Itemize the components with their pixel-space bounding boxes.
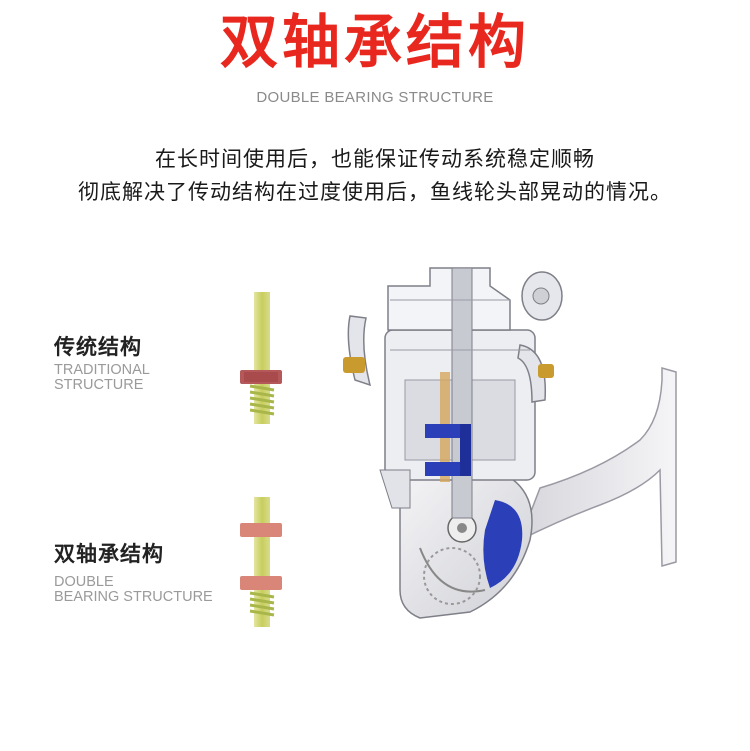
description-line-2: 彻底解决了传动结构在过度使用后，鱼线轮头部晃动的情况。	[78, 180, 672, 204]
reel-foot	[518, 367, 677, 567]
lower-bearing	[240, 576, 282, 590]
upper-bearing	[240, 523, 282, 537]
lower-blue-bearing	[425, 462, 471, 476]
description-line-1: 在长时间使用后，也能保证传动系统稳定顺畅	[155, 147, 595, 171]
spool-cap	[387, 267, 511, 331]
double-bearing-label-en-1: DOUBLE	[54, 574, 114, 590]
traditional-label: 传统结构	[54, 335, 142, 359]
traditional-label-en-1: TRADITIONAL	[54, 362, 150, 378]
description: 在长时间使用后，也能保证传动系统稳定顺畅 彻底解决了传动结构在过度使用后，鱼线轮…	[0, 143, 750, 209]
blue-side-cover	[483, 500, 523, 588]
gold-screw-left	[343, 357, 365, 373]
page-title: 双轴承结构	[219, 8, 530, 76]
fishing-reel-cutaway	[343, 267, 677, 619]
double-bearing-label-en-2: BEARING STRUCTURE	[54, 589, 213, 605]
main-shaft	[451, 267, 473, 519]
gold-screw-right	[538, 364, 554, 378]
page-subtitle: DOUBLE BEARING STRUCTURE	[256, 89, 494, 106]
traditional-gear-thread	[249, 384, 275, 416]
rotor-arm-left	[347, 315, 372, 387]
upper-blue-bearing	[425, 424, 471, 438]
drive-gear	[423, 547, 481, 605]
traditional-label-en-2: STRUCTURE	[54, 377, 144, 393]
double-bearing-label: 双轴承结构	[54, 542, 164, 566]
traditional-shaft-diagram	[240, 292, 282, 424]
rotor-arm-right	[517, 344, 547, 403]
double-gear-thread	[249, 591, 275, 617]
double-bearing-shaft-diagram	[240, 497, 282, 627]
traditional-shaft	[254, 292, 270, 424]
